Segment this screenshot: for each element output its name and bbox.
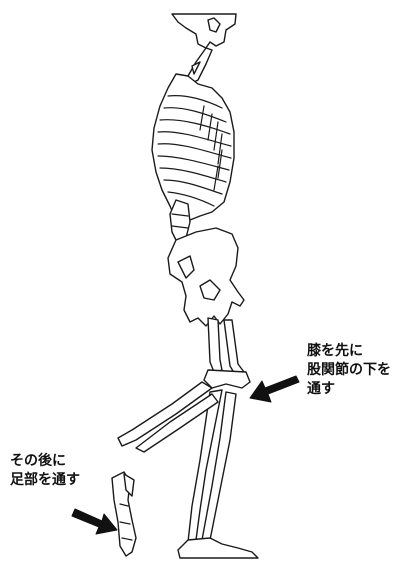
- arrow-right-down-icon: [72, 509, 117, 534]
- skull: [172, 14, 236, 48]
- standing-leg: [188, 318, 250, 542]
- rib-cage: [152, 74, 234, 224]
- knee-annotation-line-1: 膝を先に: [307, 342, 391, 361]
- knee-annotation-line-3: 通す: [307, 380, 391, 399]
- knee-annotation: 膝を先に 股関節の下を 通す: [307, 342, 391, 399]
- standing-foot: [178, 538, 258, 558]
- swinging-foot: [112, 472, 136, 556]
- foot-annotation: その後に 足部を通す: [10, 452, 80, 490]
- foot-annotation-line-1: その後に: [10, 452, 80, 471]
- pelvis: [168, 228, 244, 326]
- knee-annotation-line-2: 股関節の下を: [307, 361, 391, 380]
- arrow-left-down-icon: [250, 376, 299, 402]
- foot-annotation-line-2: 足部を通す: [10, 471, 80, 490]
